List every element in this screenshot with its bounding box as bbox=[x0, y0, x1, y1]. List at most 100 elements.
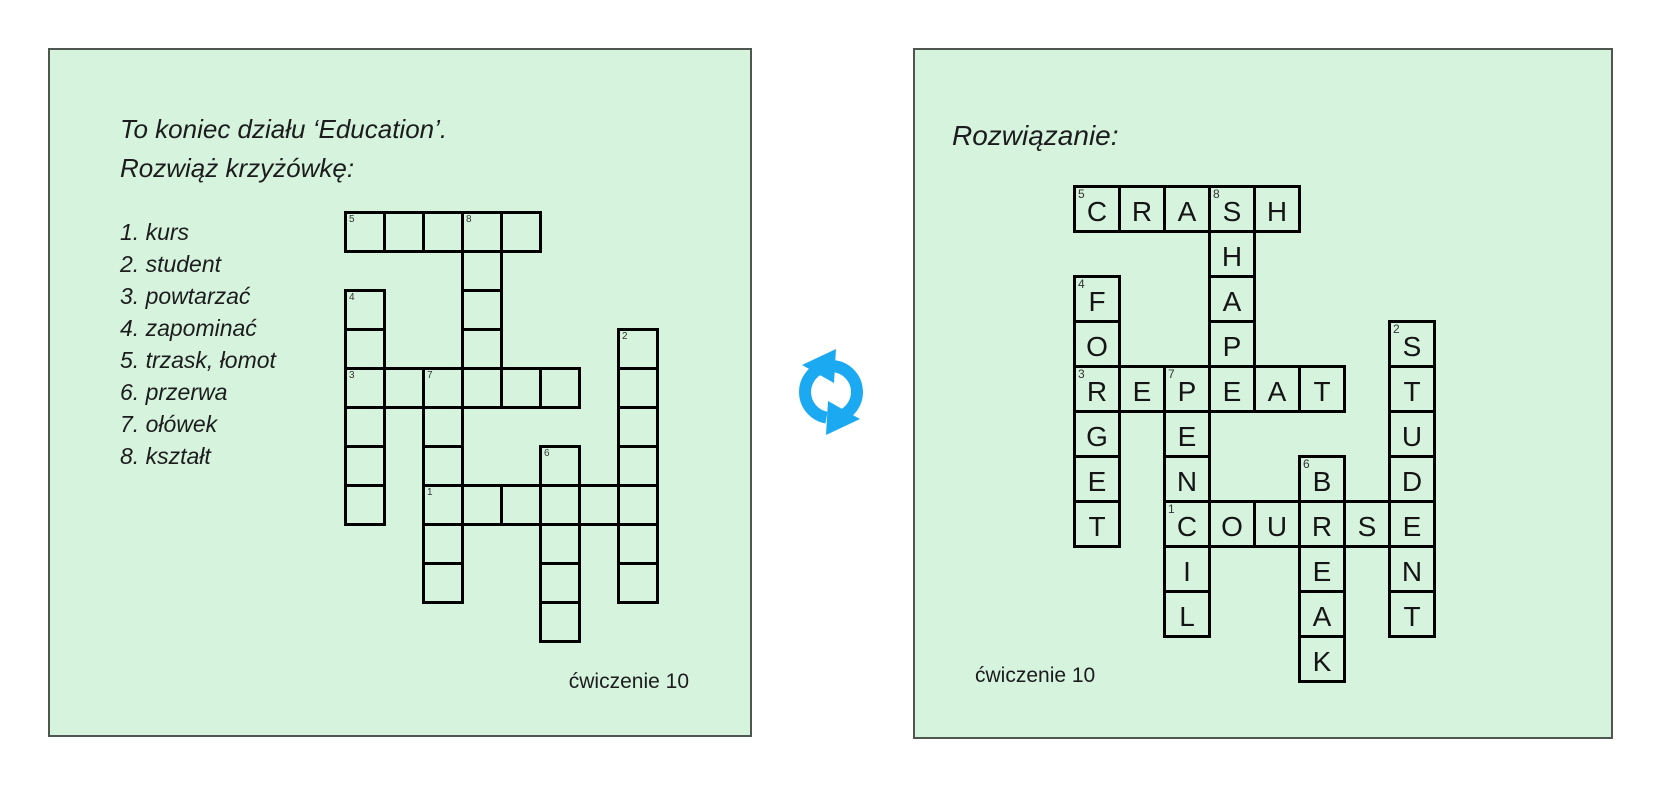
cell-letter: S bbox=[1402, 331, 1422, 362]
crossword-cell-r6c2 bbox=[422, 445, 464, 487]
cell-letter: A bbox=[1177, 196, 1197, 227]
crossword-cell-r2c3 bbox=[461, 289, 503, 331]
cell-letter: O bbox=[1221, 511, 1243, 542]
cell-number: 1 bbox=[1168, 502, 1175, 516]
sync-refresh-icon[interactable] bbox=[789, 336, 873, 448]
crossword-cell-r2c0: 4 bbox=[344, 289, 386, 331]
cell-letter: E bbox=[1177, 421, 1197, 452]
crossword-cell-r7c6: S bbox=[1343, 500, 1391, 548]
cell-letter: R bbox=[1131, 196, 1153, 227]
crossword-cell-r4c3: E bbox=[1208, 365, 1256, 413]
crossword-cell-r5c7: U bbox=[1388, 410, 1436, 458]
crossword-cell-r4c1: E bbox=[1118, 365, 1166, 413]
cell-letter: E bbox=[1312, 556, 1332, 587]
cell-letter: C bbox=[1176, 511, 1198, 542]
crossword-cell-r0c1: R bbox=[1118, 185, 1166, 233]
clue-item-5: 5. trzask, łomot bbox=[120, 347, 276, 373]
crossword-cell-r5c0: G bbox=[1073, 410, 1121, 458]
cell-number: 7 bbox=[427, 370, 433, 381]
crossword-cell-r3c0: O bbox=[1073, 320, 1121, 368]
cell-number: 4 bbox=[1078, 277, 1085, 291]
crossword-cell-r3c0 bbox=[344, 328, 386, 370]
cell-letter: H bbox=[1266, 196, 1288, 227]
crossword-cell-r8c7 bbox=[617, 523, 659, 565]
crossword-cell-r6c2: N bbox=[1163, 455, 1211, 503]
crossword-cell-r7c0 bbox=[344, 484, 386, 526]
crossword-cell-r8c2 bbox=[422, 523, 464, 565]
crossword-cell-r6c0: E bbox=[1073, 455, 1121, 503]
cell-letter: P bbox=[1177, 376, 1197, 407]
crossword-cell-r0c1 bbox=[383, 211, 425, 253]
cell-letter: E bbox=[1402, 511, 1422, 542]
exercise-number-label: ćwiczenie 10 bbox=[568, 670, 689, 693]
cell-letter: E bbox=[1222, 376, 1242, 407]
crossword-cell-r5c0 bbox=[344, 406, 386, 448]
crossword-cell-r7c7: E bbox=[1388, 500, 1436, 548]
clue-item-2: 2. student bbox=[120, 251, 222, 277]
crossword-cell-r0c2: A bbox=[1163, 185, 1211, 233]
crossword-cell-r7c6 bbox=[578, 484, 620, 526]
crossword-cell-r4c7 bbox=[617, 367, 659, 409]
cell-letter: P bbox=[1222, 331, 1242, 362]
crossword-cell-r0c2 bbox=[422, 211, 464, 253]
clue-item-1: 1. kurs bbox=[120, 219, 190, 245]
crossword-cell-r8c5 bbox=[539, 523, 581, 565]
crossword-cell-r5c7 bbox=[617, 406, 659, 448]
cell-letter: S bbox=[1222, 196, 1242, 227]
cell-number: 4 bbox=[349, 292, 355, 303]
cell-number: 6 bbox=[1303, 457, 1310, 471]
cell-letter: N bbox=[1401, 556, 1423, 587]
cell-letter: A bbox=[1222, 286, 1242, 317]
cell-number: 2 bbox=[1393, 322, 1400, 336]
crossword-cell-r10c5 bbox=[539, 601, 581, 643]
crossword-cell-r4c0: 3 bbox=[344, 367, 386, 409]
crossword-cell-r4c5 bbox=[539, 367, 581, 409]
crossword-cell-r4c4 bbox=[500, 367, 542, 409]
cell-letter: T bbox=[1313, 376, 1331, 407]
cell-letter: E bbox=[1132, 376, 1152, 407]
crossword-cell-r10c5: K bbox=[1298, 635, 1346, 683]
cell-number: 5 bbox=[1078, 187, 1085, 201]
cell-letter: H bbox=[1221, 241, 1243, 272]
clue-item-3: 3. powtarzać bbox=[120, 283, 251, 309]
cell-letter: G bbox=[1086, 421, 1108, 452]
exercise-title-line2: Rozwiąż krzyżówkę: bbox=[120, 153, 355, 183]
crossword-cell-r7c3 bbox=[461, 484, 503, 526]
cell-letter: T bbox=[1088, 511, 1106, 542]
crossword-cell-r8c7: N bbox=[1388, 545, 1436, 593]
exercise-number-label: ćwiczenie 10 bbox=[975, 664, 1096, 687]
cell-letter: K bbox=[1312, 646, 1332, 677]
crossword-cell-r7c0: T bbox=[1073, 500, 1121, 548]
crossword-cell-r1c3: H bbox=[1208, 230, 1256, 278]
cell-letter: O bbox=[1086, 331, 1108, 362]
cell-number: 8 bbox=[466, 214, 472, 225]
cell-letter: E bbox=[1087, 466, 1107, 497]
crossword-cell-r4c7: T bbox=[1388, 365, 1436, 413]
crossword-cell-r4c4: A bbox=[1253, 365, 1301, 413]
crossword-cell-r4c5: T bbox=[1298, 365, 1346, 413]
cell-number: 3 bbox=[1078, 367, 1085, 381]
cell-letter: T bbox=[1403, 376, 1421, 407]
cell-letter: C bbox=[1086, 196, 1108, 227]
cell-letter: R bbox=[1086, 376, 1108, 407]
crossword-cell-r9c7: T bbox=[1388, 590, 1436, 638]
crossword-cell-r6c7: D bbox=[1388, 455, 1436, 503]
crossword-cell-r5c2: E bbox=[1163, 410, 1211, 458]
cell-number: 1 bbox=[427, 487, 433, 498]
cell-letter: N bbox=[1176, 466, 1198, 497]
crossword-cell-r7c2: 1 bbox=[422, 484, 464, 526]
crossword-cell-r7c3: O bbox=[1208, 500, 1256, 548]
cell-number: 2 bbox=[622, 331, 628, 342]
crossword-cell-r4c3 bbox=[461, 367, 503, 409]
crossword-cell-r0c4: H bbox=[1253, 185, 1301, 233]
cell-letter: U bbox=[1401, 421, 1423, 452]
exercise-panel: To koniec działu ‘Education’. Rozwiąż kr… bbox=[48, 48, 752, 737]
